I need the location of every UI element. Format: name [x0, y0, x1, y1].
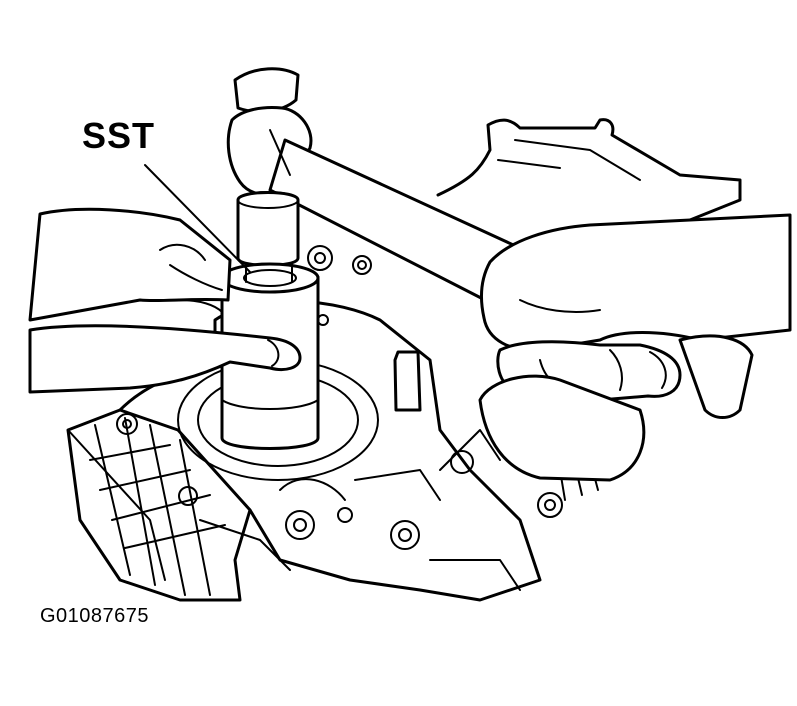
sst-leader-line: [144, 164, 251, 273]
sst-callout-label: SST: [82, 115, 156, 156]
hammer: [226, 67, 522, 302]
special-service-tool: [220, 191, 329, 450]
left-hand: [28, 207, 302, 394]
right-hand: [478, 213, 792, 482]
upper-component: [436, 118, 742, 242]
figure-id-label: G01087675: [40, 605, 150, 627]
